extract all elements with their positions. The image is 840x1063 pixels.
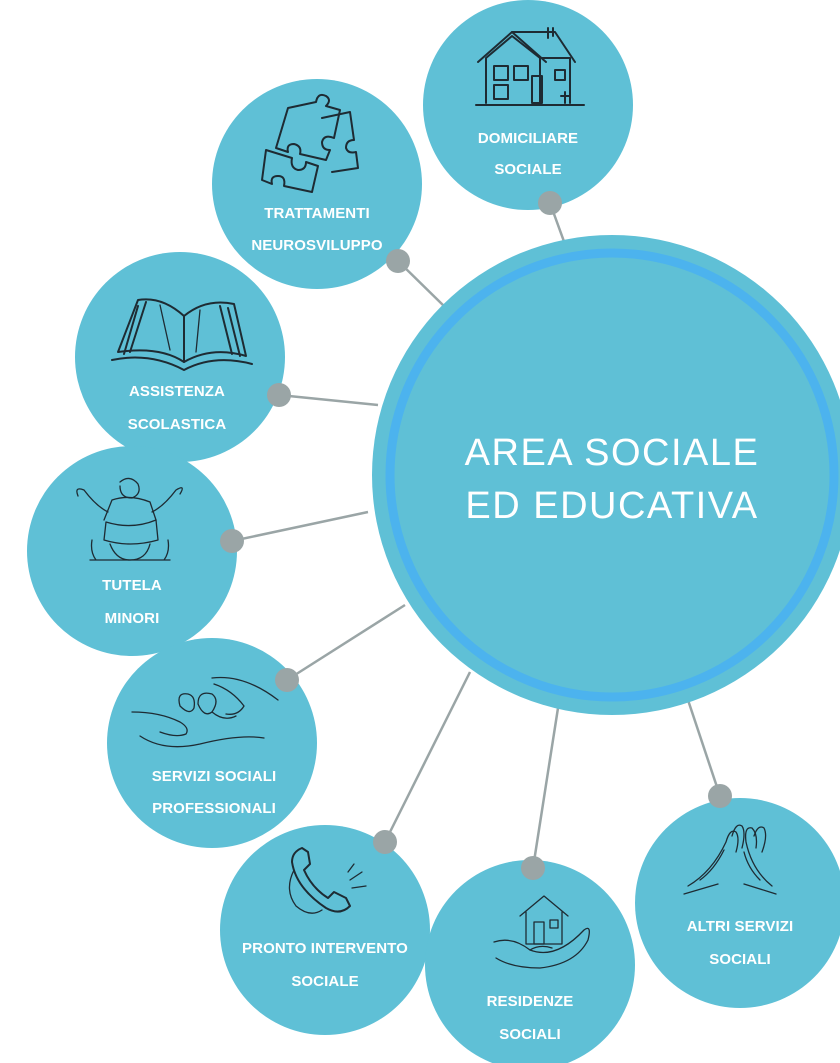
node-label-line1: TRATTAMENTI [264,205,370,222]
node-trattamenti-neurosviluppo[interactable]: TRATTAMENTI NEUROSVILUPPO [212,79,422,289]
center-ring [385,248,839,702]
puzzle-icon [261,93,359,193]
node-label-line1: SERVIZI SOCIALI [152,768,277,785]
connector-altri-servizi [686,699,722,797]
node-label-line2: PROFESSIONALI [152,800,276,817]
node-residenze-sociali[interactable]: RESIDENZE SOCIALI [425,860,635,1063]
node-label-line2: NEUROSVILUPPO [251,237,383,254]
node-servizi-sociali-professionali[interactable]: SERVIZI SOCIALI PROFESSIONALI [107,638,317,848]
node-circle [27,446,237,656]
node-label-line2: SOCIALE [291,973,358,990]
connector-dot-residenze [521,856,545,880]
connector-pronto-intervento [383,671,472,843]
child-on-shoulders-icon [76,477,183,561]
node-label-line1: ASSISTENZA [129,383,225,400]
center-title-line2: ED EDUCATIVA [465,485,758,527]
connector-scolastica [278,393,379,407]
hands-hearts-icon [131,676,279,748]
node-label-line2: SOCIALI [499,1026,561,1043]
node-circle [212,79,422,289]
node-label-line2: MINORI [105,610,160,627]
connector-residenze [531,707,560,869]
node-label-line1: TUTELA [102,577,162,594]
center-title-line1: AREA SOCIALE [465,432,760,474]
connector-dot-domiciliare [538,191,562,215]
node-label-line1: PRONTO INTERVENTO [242,940,408,957]
node-altri-servizi-sociali[interactable]: ALTRI SERVIZI SOCIALI [635,798,840,1008]
connector-dot-scolastica [267,383,291,407]
node-label-line2: SCOLASTICA [128,416,227,433]
telephone-icon [288,847,367,914]
node-pronto-intervento-sociale[interactable]: PRONTO INTERVENTO SOCIALE [220,825,430,1035]
node-label-line2: SOCIALI [709,951,771,968]
connector-dot-pronto-intervento [373,830,397,854]
connector-dot-servizi-professionali [275,668,299,692]
connector-dot-minori [220,529,244,553]
center-node: AREA SOCIALE ED EDUCATIVA [372,235,840,715]
open-book-icon [111,298,253,371]
node-circle [635,798,840,1008]
node-label-line1: RESIDENZE [487,993,574,1010]
node-tutela-minori[interactable]: TUTELA MINORI [27,446,237,656]
house-icon [475,27,585,106]
hand-house-icon [493,895,590,969]
node-assistenza-scolastica[interactable]: ASSISTENZA SCOLASTICA [75,252,285,462]
node-circle [425,860,635,1063]
connector-dot-neurosviluppo [386,249,410,273]
connector-servizi-professionali [286,603,406,682]
node-label-line1: DOMICILIARE [478,130,578,147]
high-five-icon [683,824,777,895]
node-label-line2: SOCIALE [494,161,561,178]
connector-minori [231,510,369,543]
connector-dot-altri-servizi [708,784,732,808]
center-outer-circle [372,235,840,715]
node-circle [220,825,430,1035]
node-label-line1: ALTRI SERVIZI [687,918,794,935]
node-domiciliare-sociale[interactable]: DOMICILIARE SOCIALE [423,0,633,210]
